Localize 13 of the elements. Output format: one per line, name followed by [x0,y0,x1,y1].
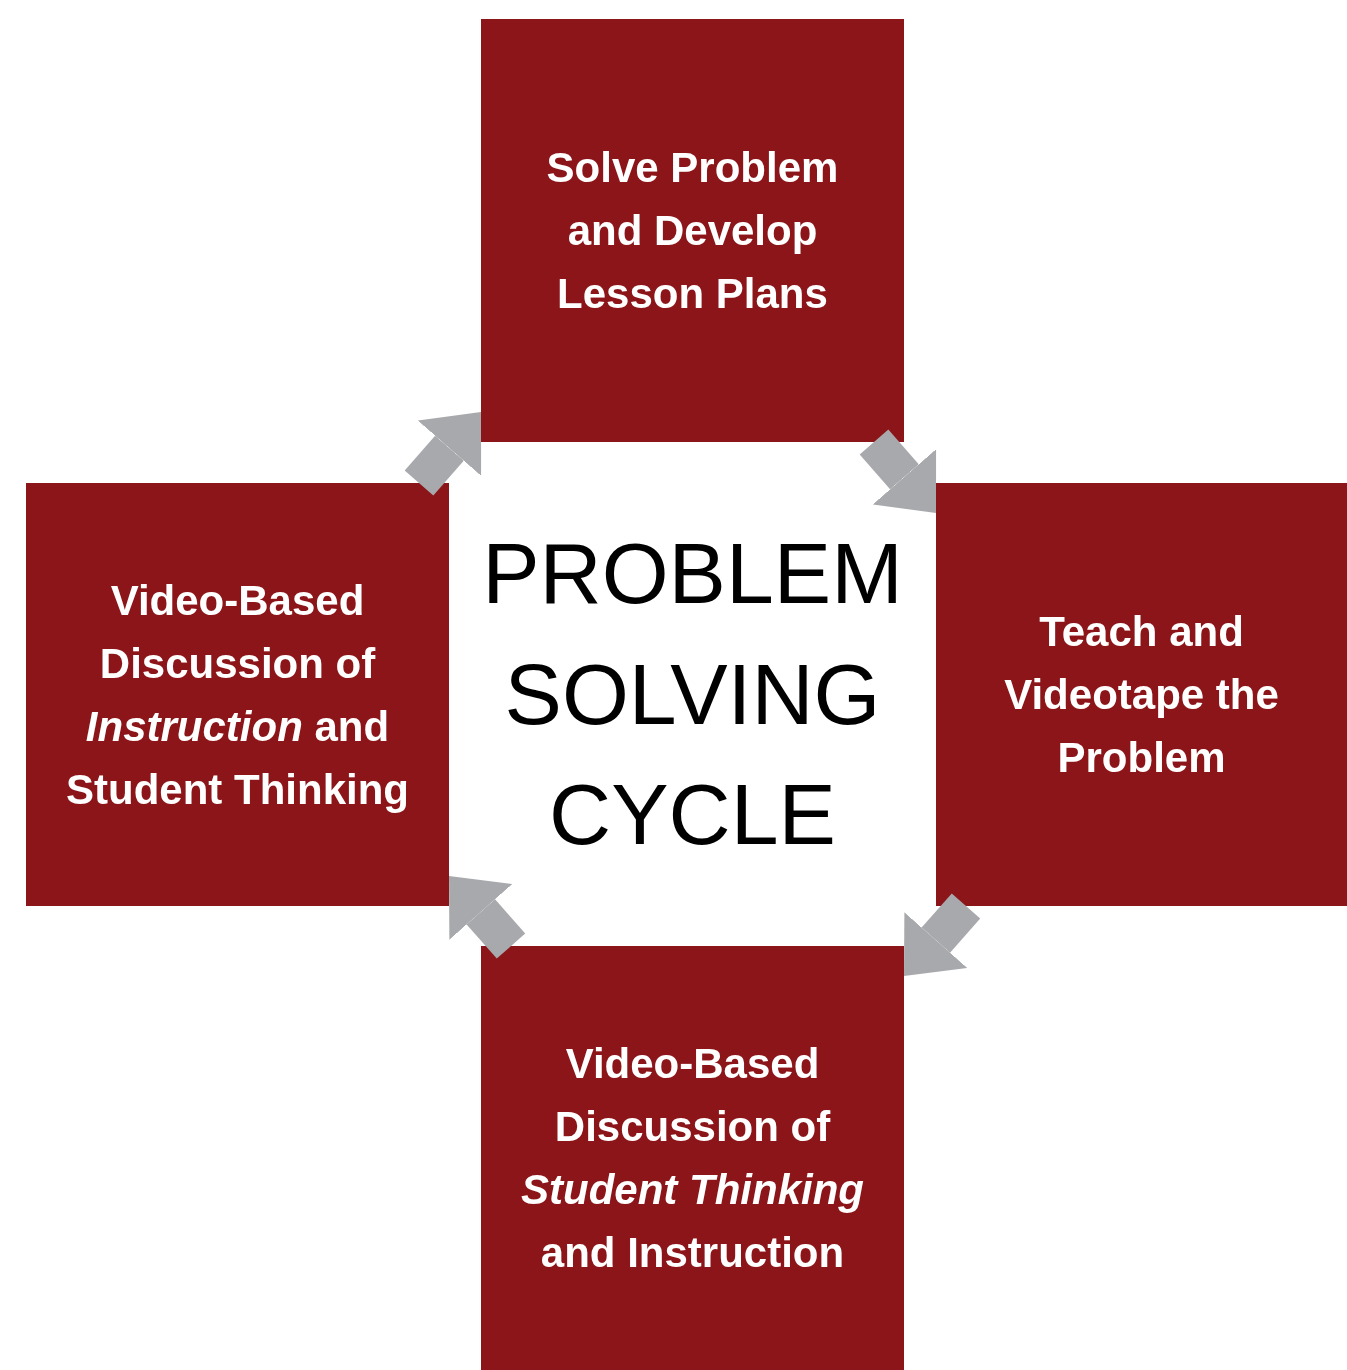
step-box [26,483,449,906]
block-arrow [859,429,937,513]
step-text: Video-Based Discussion of Student Thinking and Instruction [520,1039,865,1278]
step-box [481,19,904,442]
step-box [481,946,904,1370]
step-text: Teach and Videotape the Problem [1003,607,1280,783]
block-arrow [904,893,981,976]
step-text: Video-Based Discussion of Instruction and Student Thinking [65,575,410,815]
block-arrow [449,876,526,959]
cycle-title: PROBLEM SOLVING CYCLE [481,524,904,865]
block-arrow [404,412,482,496]
step-text: Solve Problem and Develop Lesson Plans [545,143,840,319]
step-box [936,483,1347,906]
